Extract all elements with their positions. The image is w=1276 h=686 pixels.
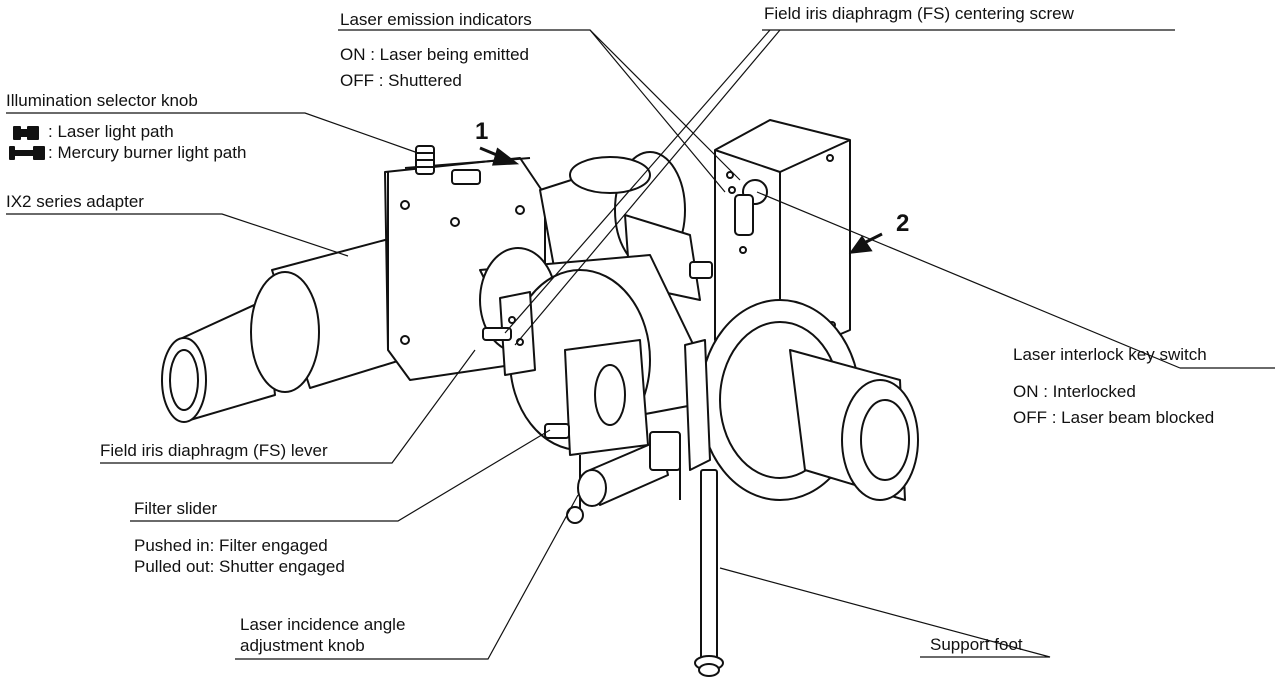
callout-arrows xyxy=(479,146,883,254)
illumination-selector-knob xyxy=(415,145,435,175)
laser-emission-title: Laser emission indicators xyxy=(340,10,532,29)
illum-selector-mercury: : Mercury burner light path xyxy=(48,143,247,162)
illum-selector-laser: : Laser light path xyxy=(48,122,174,141)
adapter-title: IX2 series adapter xyxy=(6,192,144,211)
interlock-title: Laser interlock key switch xyxy=(1013,345,1207,364)
callout-1: 1 xyxy=(475,118,489,145)
filter-slider-title: Filter slider xyxy=(134,499,218,518)
lower-bracket xyxy=(544,339,711,524)
filter-slider-pushed: Pushed in: Filter engaged xyxy=(134,536,328,555)
laser-box xyxy=(714,119,851,361)
callout-2: 2 xyxy=(896,210,910,237)
incidence-knob-line1: Laser incidence angle xyxy=(240,615,406,634)
support-foot-title: Support foot xyxy=(930,635,1023,654)
fs-lever-title: Field iris diaphragm (FS) lever xyxy=(100,441,328,460)
illum-selector-title: Illumination selector knob xyxy=(6,91,198,110)
interlock-on: ON : Interlocked xyxy=(1013,382,1136,401)
front-ring xyxy=(699,299,919,501)
fs-lever-bracket xyxy=(482,291,536,376)
laser-path-symbol xyxy=(13,126,39,140)
filter-slider-pulled: Pulled out: Shutter engaged xyxy=(134,557,345,576)
incidence-knob-line2: adjustment knob xyxy=(240,636,365,655)
mercury-path-symbol xyxy=(9,146,45,160)
support-foot-drawing xyxy=(694,469,724,677)
laser-emission-on: ON : Laser being emitted xyxy=(340,45,529,64)
leader-lines xyxy=(6,29,1275,660)
fs-centering-title: Field iris diaphragm (FS) centering scre… xyxy=(764,4,1074,23)
interlock-off: OFF : Laser beam blocked xyxy=(1013,408,1215,427)
laser-emission-off: OFF : Shuttered xyxy=(340,71,462,90)
